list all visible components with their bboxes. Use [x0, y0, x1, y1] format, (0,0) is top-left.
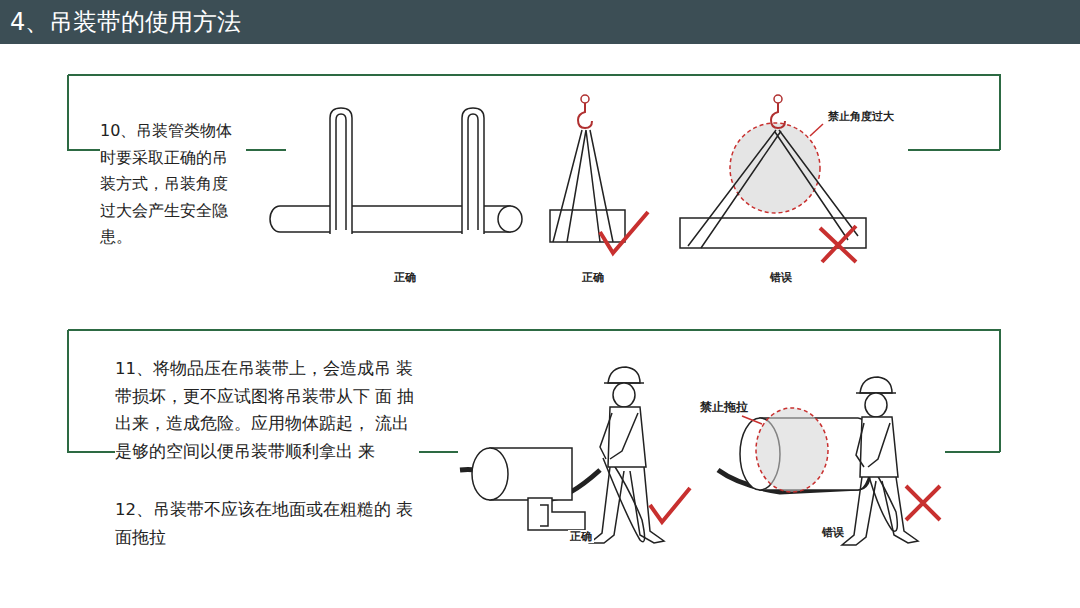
- correct-lift-part: [581, 95, 589, 103]
- wrong-drag: [718, 377, 940, 545]
- wrong-lift-part: [688, 130, 858, 248]
- verdict-label: 错误: [768, 271, 794, 284]
- correct-removal-part-part: [600, 413, 612, 459]
- pipe-with-slings: [270, 108, 522, 234]
- wrong-drag-part: [756, 408, 828, 492]
- correct-removal-part-part: [590, 467, 624, 543]
- correct-removal-part: [540, 505, 548, 526]
- correct-lift-part: [553, 130, 613, 242]
- wrong-drag-part-part: [860, 417, 898, 477]
- correct-lift-part: [600, 212, 648, 253]
- correct-removal-part: [590, 367, 664, 543]
- pipe-with-slings-part: [498, 206, 522, 232]
- wrong-drag-part-part: [860, 377, 892, 393]
- verdict-label: 正确: [568, 530, 594, 543]
- wrong-lift-part: [820, 226, 856, 262]
- correct-removal-part-part: [630, 467, 664, 543]
- wrong-lift-part: [774, 95, 782, 103]
- verdict-label: 正确: [392, 271, 418, 284]
- correct-removal-part: [528, 498, 585, 530]
- wrong-lift-part: [810, 124, 823, 136]
- wrong-drag-part-part: [856, 423, 864, 467]
- correct-removal: [460, 367, 690, 543]
- correct-removal-part-part: [613, 383, 635, 407]
- instruction-text: 10、吊装管类物体 时要采取正确的吊 装方式，吊装角度 过大会产生安全隐 患。: [100, 118, 246, 251]
- slide-title: 4、吊装带的使用方法: [10, 0, 241, 44]
- title-bar: [0, 0, 1080, 44]
- wrong-drag-part: [742, 416, 762, 424]
- wrong-drag-part-part: [842, 477, 876, 545]
- instruction-text: 12、吊装带不应该在地面或在粗糙的 表面拖拉: [115, 496, 419, 551]
- correct-removal-part-part: [608, 367, 640, 383]
- wrong-drag-part-part: [882, 477, 918, 543]
- verdict-label: 正确: [580, 271, 606, 284]
- pipe-with-slings-part: [336, 114, 346, 230]
- verdict-label: 错误: [820, 526, 846, 539]
- correct-removal-part: [472, 448, 508, 500]
- pipe-with-slings-part: [468, 114, 478, 230]
- wrong-drag-part-part: [865, 393, 887, 417]
- pipe-with-slings-part: [330, 108, 352, 234]
- wrong-drag-part-part: [868, 423, 890, 467]
- warning-label: 禁止角度过大: [826, 110, 896, 123]
- instruction-text: 11、将物品压在吊装带上，会造成吊 装 带损坏，更不应试图将吊装带从下 面 抽出…: [115, 355, 419, 465]
- correct-lift: [550, 95, 648, 253]
- correct-lift-part: [578, 103, 592, 128]
- warning-label: 禁止拖拉: [698, 400, 750, 414]
- correct-removal-part: [650, 488, 690, 522]
- correct-removal-part-part: [608, 407, 646, 467]
- correct-lift-part: [550, 210, 625, 242]
- pipe-with-slings-part: [462, 108, 484, 234]
- correct-removal-part-part: [610, 413, 638, 459]
- wrong-lift-part: [771, 103, 785, 128]
- wrong-drag-part: [906, 486, 940, 520]
- title-bar-part: [0, 0, 1080, 44]
